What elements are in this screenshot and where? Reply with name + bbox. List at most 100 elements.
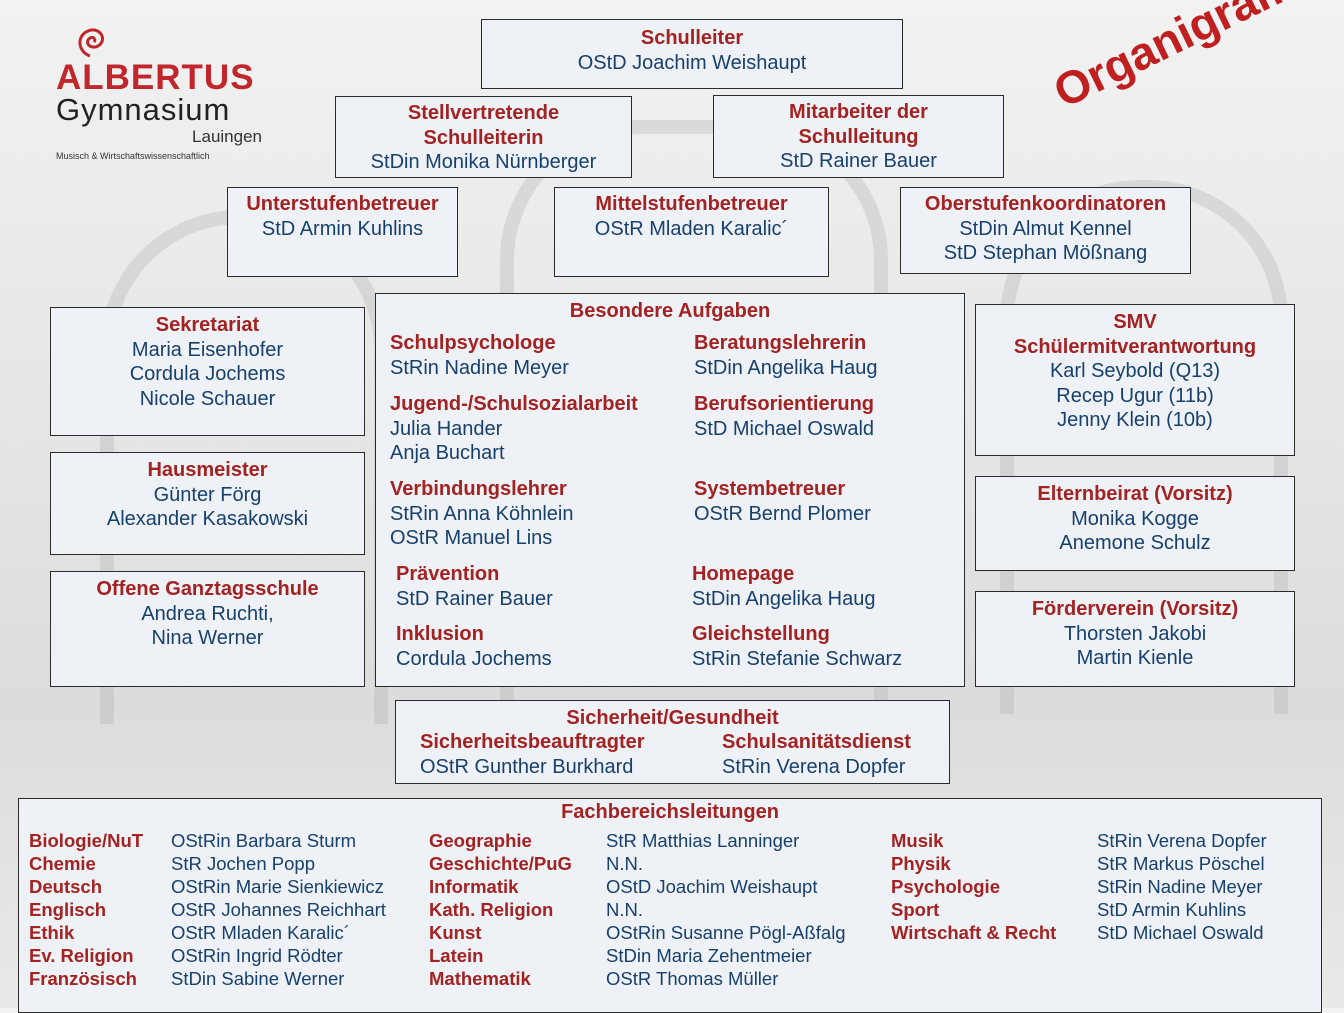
person-name: Günter Förg bbox=[153, 483, 262, 506]
teacher-name: OStRin Susanne Pögl-Aßfalg bbox=[606, 922, 846, 943]
teacher-name: OStRin Barbara Sturm bbox=[171, 830, 357, 851]
person-name: Anemone Schulz bbox=[1059, 532, 1211, 554]
role-title: Schulsanitätsdienst bbox=[722, 731, 911, 753]
teacher-name: StRin Nadine Meyer bbox=[1097, 876, 1263, 897]
role-title: Sicherheitsbeauftragter bbox=[420, 731, 645, 753]
subject-name: Geschichte/PuG bbox=[429, 853, 572, 874]
subject-name: Deutsch bbox=[29, 876, 102, 897]
person-name: StDin Angelika Haug bbox=[694, 356, 878, 379]
person-name: Nina Werner bbox=[151, 627, 264, 649]
box-schulleiter: Schulleiter OStD Joachim Weishaupt bbox=[481, 19, 903, 89]
box-mitarbeiter: Mitarbeiter der Schulleitung StD Rainer … bbox=[713, 95, 1004, 178]
role-title: Prävention bbox=[396, 563, 500, 585]
person-name: Monika Kogge bbox=[1071, 507, 1199, 530]
subject-name: Wirtschaft & Recht bbox=[891, 922, 1057, 943]
role-title: Beratungslehrerin bbox=[694, 332, 867, 354]
teacher-name: N.N. bbox=[606, 853, 643, 874]
box-smv: SMV Schülermitverantwortung Karl Seybold… bbox=[975, 304, 1295, 456]
person-name: Cordula Jochems bbox=[129, 363, 286, 385]
box-hausmeister: Hausmeister Günter Förg Alexander Kasako… bbox=[50, 452, 365, 555]
subject-name: Geographie bbox=[429, 830, 532, 851]
teacher-name: StR Matthias Lanninger bbox=[606, 830, 800, 851]
person-name: StD Stephan Mößnang bbox=[943, 242, 1148, 264]
person-name: StRin Nadine Meyer bbox=[390, 356, 569, 379]
box-title: Förderverein (Vorsitz) bbox=[1031, 598, 1239, 620]
teacher-name: StDin Maria Zehentmeier bbox=[606, 945, 812, 966]
subject-name: Latein bbox=[429, 945, 484, 966]
box-fachbereichsleitungen: Fachbereichsleitungen bbox=[18, 798, 1322, 1013]
person-name: Recep Ugur (11b) bbox=[1056, 384, 1214, 407]
page-heading: Organigramm bbox=[1045, 0, 1340, 118]
person-name: StRin Anna Köhnlein bbox=[390, 502, 574, 525]
role-title: Homepage bbox=[692, 563, 795, 585]
teacher-name: OStR Mladen Karalic´ bbox=[171, 922, 350, 943]
person-name: Cordula Jochems bbox=[396, 647, 552, 670]
box-title: Oberstufenkoordinatoren bbox=[924, 193, 1167, 215]
subject-name: Englisch bbox=[29, 899, 107, 920]
teacher-name: StD Armin Kuhlins bbox=[1097, 899, 1247, 920]
person-name: Martin Kienle bbox=[1076, 647, 1194, 669]
person-name: Alexander Kasakowski bbox=[106, 508, 309, 530]
subject-name: Französisch bbox=[29, 968, 137, 989]
box-title: Schulleitung bbox=[798, 125, 919, 148]
subject-name: Musik bbox=[891, 830, 944, 851]
role-title: Verbindungslehrer bbox=[390, 478, 567, 500]
person-name: Karl Seybold (Q13) bbox=[1049, 360, 1221, 382]
box-title: Schulleiter bbox=[640, 27, 744, 49]
teacher-name: StR Jochen Popp bbox=[171, 853, 315, 874]
person-name: Nicole Schauer bbox=[139, 387, 276, 410]
person-name: Thorsten Jakobi bbox=[1063, 622, 1207, 645]
person-name: OStD Joachim Weishaupt bbox=[577, 51, 807, 74]
role-title: Schulpsychologe bbox=[390, 332, 556, 354]
box-elternbeirat: Elternbeirat (Vorsitz) Monika Kogge Anem… bbox=[975, 476, 1295, 571]
person-name: StD Rainer Bauer bbox=[780, 150, 937, 172]
box-sicherheit: Sicherheit/Gesundheit Sicherheitsbeauftr… bbox=[395, 700, 950, 784]
role-title: Jugend-/Schulsozialarbeit bbox=[390, 393, 638, 415]
box-foerderverein: Förderverein (Vorsitz) Thorsten Jakobi M… bbox=[975, 591, 1295, 687]
person-name: StDin Monika Nürnberger bbox=[370, 151, 597, 173]
person-name: StRin Verena Dopfer bbox=[722, 755, 906, 778]
box-title: Hausmeister bbox=[147, 459, 268, 481]
teacher-name: OStR Johannes Reichhart bbox=[171, 899, 386, 920]
person-name: Julia Hander bbox=[390, 417, 503, 440]
box-mittelstufe: Mittelstufenbetreuer OStR Mladen Karalic… bbox=[554, 187, 829, 277]
teacher-name: OStRin Ingrid Rödter bbox=[171, 945, 343, 966]
subject-name: Physik bbox=[891, 853, 951, 874]
role-title: Inklusion bbox=[396, 623, 484, 645]
subject-name: Mathematik bbox=[429, 968, 531, 989]
teacher-name: N.N. bbox=[606, 899, 643, 920]
box-title: Unterstufenbetreuer bbox=[246, 193, 439, 215]
box-title: Sekretariat bbox=[155, 314, 260, 336]
box-unterstufe: Unterstufenbetreuer StD Armin Kuhlins bbox=[227, 187, 458, 277]
box-title: Besondere Aufgaben bbox=[569, 300, 771, 322]
box-ogs: Offene Ganztagsschule Andrea Ruchti, Nin… bbox=[50, 571, 365, 687]
person-name: StD Michael Oswald bbox=[694, 417, 875, 440]
box-title: SMV bbox=[1113, 311, 1157, 333]
subject-name: Ethik bbox=[29, 922, 75, 943]
role-title: Berufsorientierung bbox=[694, 393, 875, 415]
teacher-name: OStD Joachim Weishaupt bbox=[606, 876, 818, 897]
person-name: Anja Buchart bbox=[390, 442, 505, 464]
teacher-name: StR Markus Pöschel bbox=[1097, 853, 1265, 874]
subject-name: Chemie bbox=[29, 853, 96, 874]
box-title: Mitarbeiter der bbox=[789, 101, 928, 123]
spiral-icon bbox=[78, 28, 104, 58]
box-title: Schulleiterin bbox=[423, 126, 544, 149]
subject-name: Psychologie bbox=[891, 876, 1000, 897]
subject-name: Biologie/NuT bbox=[29, 830, 144, 851]
person-name: StDin Almut Kennel bbox=[959, 217, 1132, 240]
person-name: StRin Stefanie Schwarz bbox=[692, 647, 903, 670]
logo-name: ALBERTUS bbox=[56, 58, 255, 97]
